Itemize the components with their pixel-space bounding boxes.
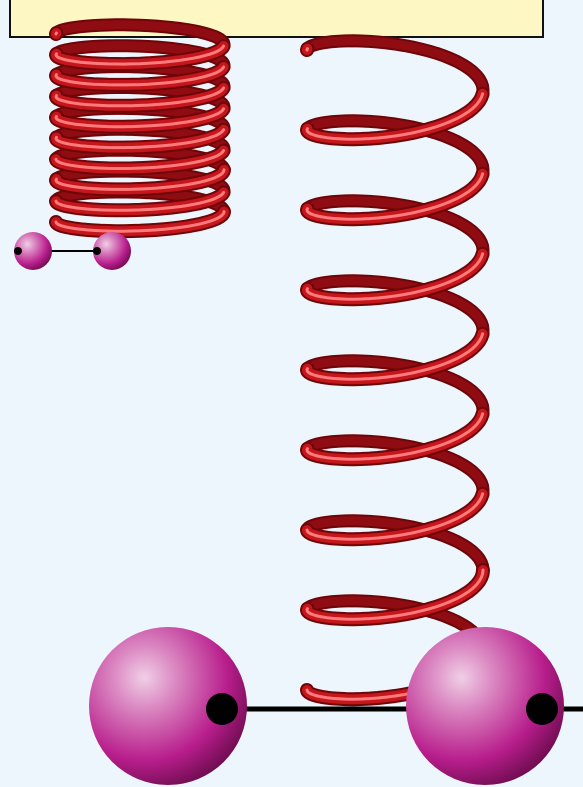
- small-pivot-left: [14, 247, 22, 255]
- large-pivot-right: [526, 693, 558, 725]
- small-pivot-right: [93, 247, 101, 255]
- spring-coil-back: [307, 281, 483, 334]
- spring-coil-back: [307, 201, 483, 254]
- spring-coil-back: [307, 121, 483, 174]
- spring-coil-back: [307, 361, 483, 414]
- stretched-spring: [307, 41, 483, 699]
- spring-coil-back: [307, 41, 483, 94]
- small-mass-pair: [14, 232, 131, 270]
- compressed-spring: [56, 25, 224, 231]
- large-pivot-left: [206, 693, 238, 725]
- large-mass-pair: [89, 627, 583, 785]
- spring-coil-back: [307, 441, 483, 494]
